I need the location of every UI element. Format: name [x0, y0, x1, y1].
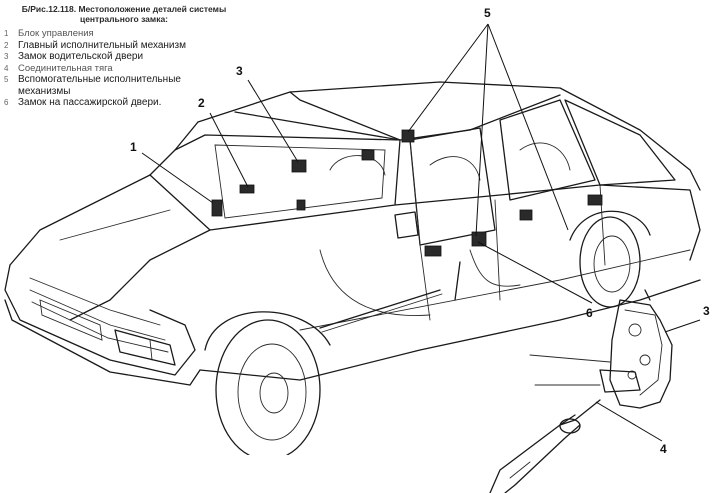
door-lock-front-part	[424, 245, 442, 257]
callout-6: 6	[586, 306, 593, 320]
legend-item-4: 4 Соединительная тяга	[4, 62, 113, 74]
callout-4: 4	[660, 442, 667, 456]
passenger-lock-part	[471, 231, 487, 247]
aux-actuator-seat-part	[361, 149, 375, 161]
figure-legend: Б/Рис.12.118. Местоположение деталей сис…	[4, 4, 264, 109]
legend-item-2: 2 Главный исполнительный механизм	[4, 39, 186, 51]
aux-actuator-roof-part	[401, 129, 415, 143]
vertical-rod	[454, 261, 461, 301]
callout-3: 3	[236, 64, 243, 78]
control-unit-part	[211, 199, 223, 217]
blank-area	[0, 455, 480, 493]
main-actuator-part	[291, 159, 307, 173]
callout-1: 1	[130, 140, 137, 154]
car-body	[4, 81, 701, 461]
rear-door-lock-part	[587, 194, 603, 206]
lock-detail-inset	[489, 289, 673, 493]
legend-item-5: 5 Вспомогательные исполнительные механиз…	[4, 74, 181, 97]
rear-door-part	[519, 209, 533, 221]
central-locking-components	[211, 129, 603, 301]
legend-item-1: 1 Блок управления	[4, 28, 94, 39]
legend-item-3: 3 Замок водительской двери	[4, 51, 144, 62]
legend-item-6: 6 Замок на пассажирской двери.	[4, 97, 162, 108]
rod-part	[296, 199, 306, 211]
driver-lock-part	[239, 184, 255, 194]
callout-2: 2	[198, 96, 205, 110]
leader-lines	[141, 23, 701, 442]
figure-caption: Б/Рис.12.118. Местоположение деталей сис…	[21, 4, 227, 24]
callout-5: 5	[484, 6, 491, 20]
callout-3-detail: 3	[703, 304, 710, 318]
